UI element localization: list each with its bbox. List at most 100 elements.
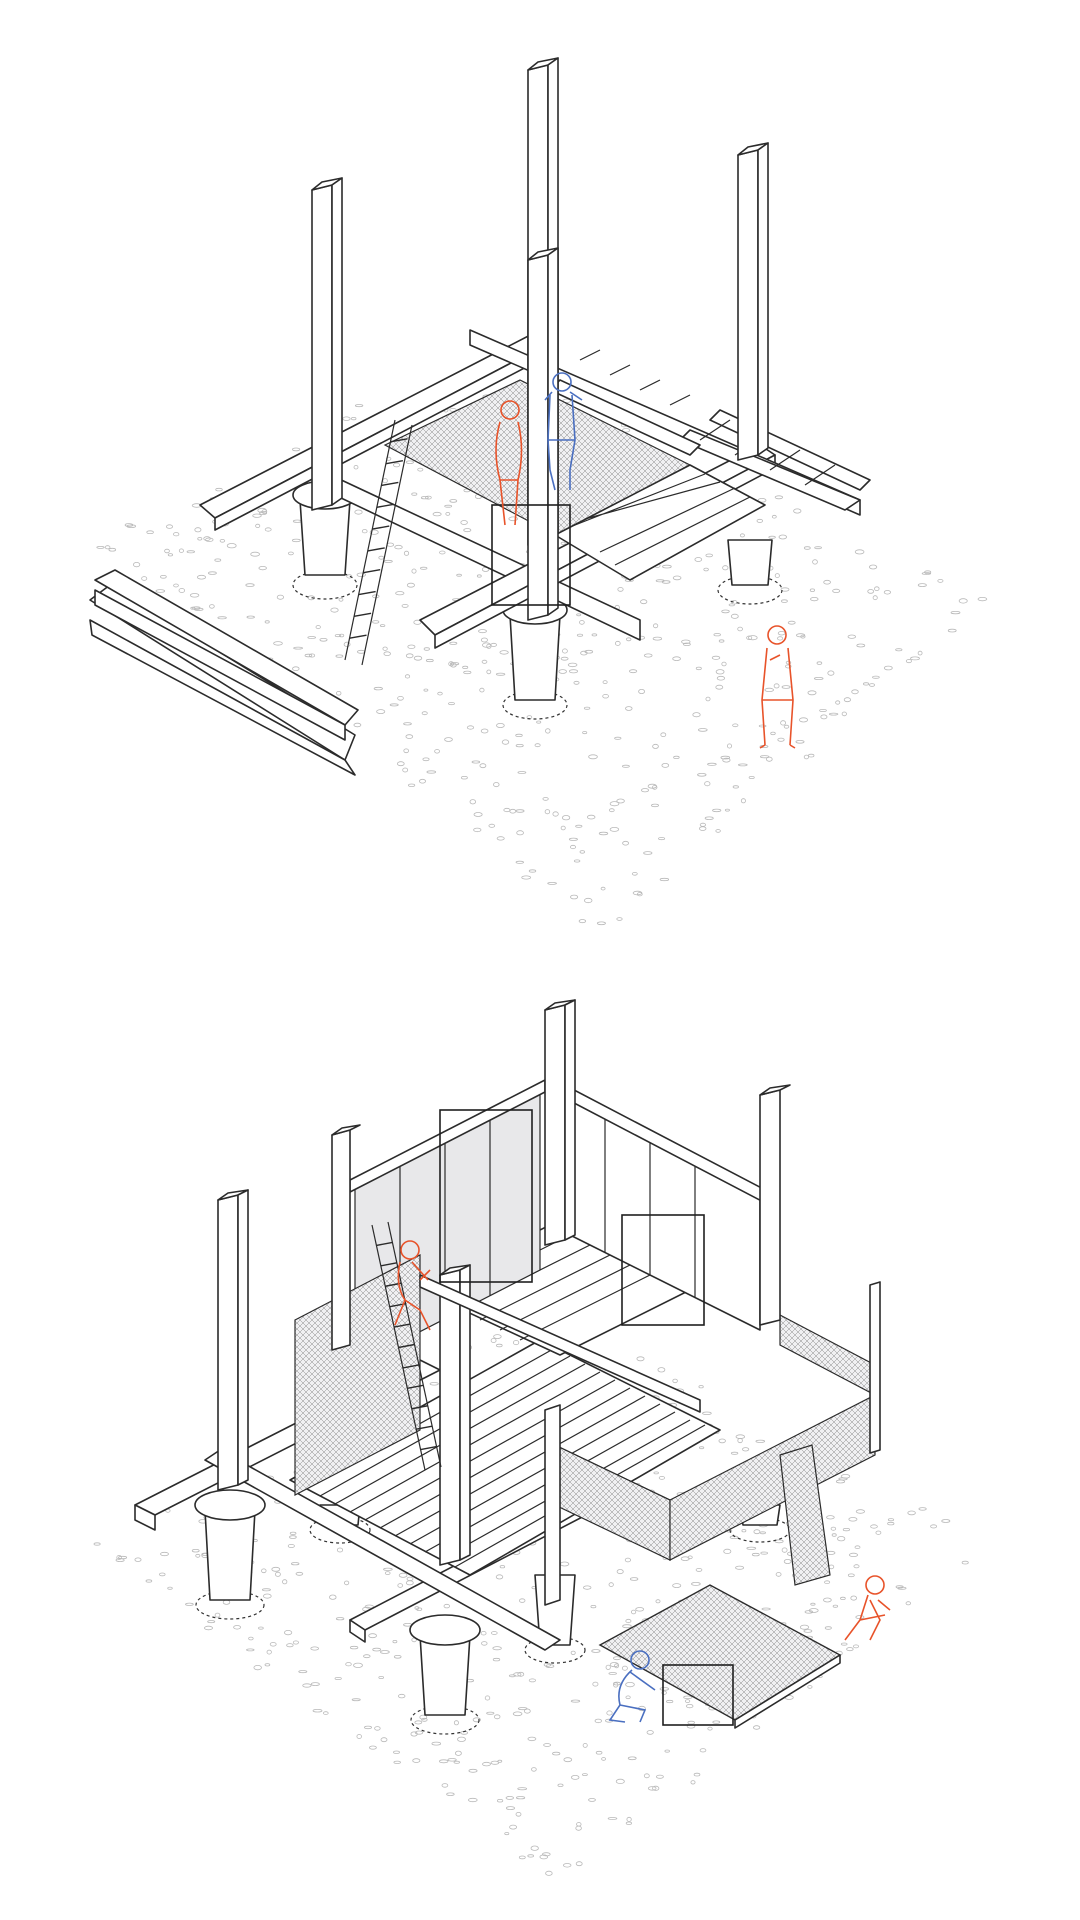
pebble bbox=[977, 596, 988, 602]
pebble bbox=[245, 583, 255, 587]
pebble bbox=[785, 664, 792, 669]
pebble bbox=[460, 776, 468, 780]
pebble bbox=[372, 620, 380, 624]
pebble bbox=[631, 871, 638, 876]
pebble bbox=[293, 646, 304, 650]
pebble bbox=[715, 669, 725, 675]
pebble bbox=[580, 650, 588, 656]
pebble bbox=[356, 572, 367, 577]
pebble bbox=[419, 1714, 428, 1720]
pebble bbox=[472, 1717, 481, 1723]
pebble bbox=[255, 523, 261, 529]
pebble bbox=[167, 553, 173, 557]
pebble bbox=[664, 1749, 670, 1753]
ladder-rung bbox=[411, 1405, 428, 1410]
pebble bbox=[824, 1626, 832, 1630]
pebble bbox=[746, 1546, 757, 1550]
pebble bbox=[345, 1662, 352, 1667]
pebble bbox=[855, 1509, 866, 1514]
pebble bbox=[658, 837, 666, 841]
pebble bbox=[480, 1630, 487, 1636]
pebble bbox=[774, 573, 780, 578]
pebble bbox=[582, 731, 588, 735]
pebble bbox=[820, 714, 828, 720]
pebble bbox=[422, 757, 430, 762]
pebble bbox=[573, 859, 581, 863]
pebble bbox=[496, 723, 505, 729]
pebble bbox=[482, 1761, 491, 1767]
pebble bbox=[335, 654, 344, 658]
pebble bbox=[563, 1757, 573, 1763]
pebble bbox=[515, 733, 523, 738]
pebble bbox=[336, 690, 342, 696]
pebble bbox=[351, 1698, 361, 1702]
pebble bbox=[196, 574, 206, 580]
pebble bbox=[807, 690, 817, 696]
pebble bbox=[795, 739, 805, 744]
pebble bbox=[775, 1572, 782, 1577]
pebble bbox=[499, 650, 509, 655]
pebble bbox=[368, 1745, 377, 1750]
pebble bbox=[421, 711, 428, 716]
pebble bbox=[373, 686, 383, 691]
pebble bbox=[443, 1603, 450, 1609]
pebble bbox=[831, 1533, 837, 1537]
pebble bbox=[793, 508, 802, 514]
pebble bbox=[661, 763, 670, 768]
pebble bbox=[647, 1786, 657, 1791]
pebble bbox=[608, 1672, 617, 1675]
pebble bbox=[698, 1385, 704, 1389]
pebble bbox=[134, 1557, 142, 1562]
pebble bbox=[449, 499, 458, 503]
ladder-rung bbox=[376, 503, 394, 508]
pebble bbox=[248, 1636, 254, 1641]
pebble bbox=[146, 530, 154, 534]
pebble bbox=[636, 1356, 645, 1362]
pebble bbox=[591, 1649, 601, 1653]
pebble bbox=[439, 550, 446, 555]
pebble bbox=[463, 670, 472, 675]
pebble bbox=[233, 1625, 242, 1630]
pebble bbox=[488, 823, 496, 828]
pebble bbox=[809, 588, 816, 592]
pebble bbox=[185, 1602, 194, 1606]
pebble bbox=[921, 572, 932, 575]
pebble bbox=[353, 465, 359, 470]
pebble bbox=[636, 892, 643, 897]
pebble bbox=[625, 706, 633, 711]
pebble bbox=[478, 629, 487, 634]
mesh-side-wall bbox=[294, 1254, 421, 1496]
pebble bbox=[625, 1695, 631, 1700]
pebble bbox=[266, 1649, 272, 1655]
pebble bbox=[552, 1751, 561, 1756]
pebble bbox=[707, 762, 717, 766]
pebble bbox=[787, 620, 796, 625]
pebble bbox=[160, 1551, 169, 1557]
ladder-rung bbox=[363, 569, 381, 574]
pebble bbox=[289, 1531, 297, 1535]
pebble bbox=[246, 1648, 255, 1652]
pebble bbox=[492, 1657, 501, 1662]
pebble bbox=[661, 1690, 667, 1695]
worker-orange-on-ladder bbox=[394, 1240, 431, 1331]
pebble bbox=[724, 808, 730, 812]
worker-orange-on-platform bbox=[495, 400, 523, 526]
pebble bbox=[96, 546, 105, 549]
pebble bbox=[588, 1798, 596, 1802]
pebble bbox=[517, 1787, 528, 1791]
pebble bbox=[343, 641, 351, 648]
pebble bbox=[930, 1524, 937, 1529]
pebble bbox=[737, 1437, 743, 1444]
pebble bbox=[651, 803, 660, 808]
pebble bbox=[380, 1650, 390, 1654]
pebble bbox=[686, 1704, 694, 1709]
pebble bbox=[646, 1730, 654, 1735]
pebble bbox=[257, 507, 267, 513]
pebble bbox=[773, 683, 780, 689]
pebble bbox=[799, 717, 809, 723]
pebble bbox=[363, 1654, 371, 1659]
pebble bbox=[264, 1663, 271, 1667]
pebble bbox=[781, 599, 788, 603]
pebble bbox=[396, 761, 405, 767]
pebble bbox=[446, 1792, 455, 1796]
